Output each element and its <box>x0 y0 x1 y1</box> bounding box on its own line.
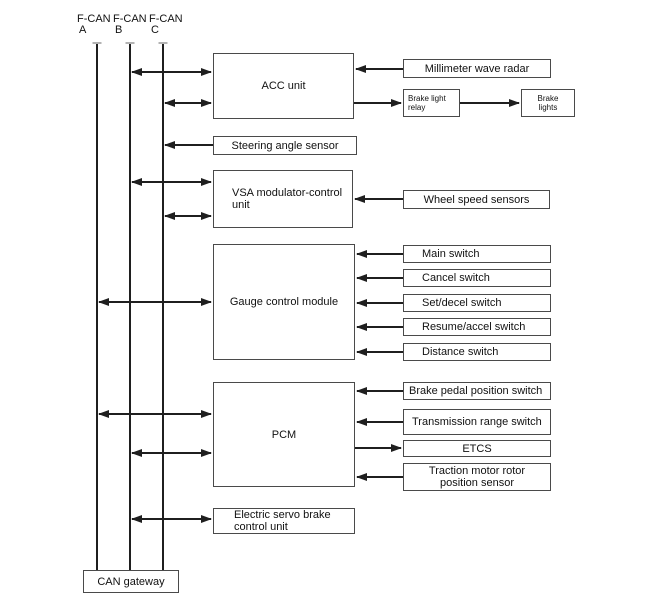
bus-c-letter: C <box>151 24 159 36</box>
node-brake-light-relay-line1: Brake light <box>408 94 446 103</box>
node-set-decel-switch-label: Set/decel switch <box>422 297 502 309</box>
node-can-gateway-label: CAN gateway <box>97 575 165 588</box>
node-vsa-line2: unit <box>232 199 250 211</box>
node-cancel-switch: Cancel switch <box>403 269 551 287</box>
node-servo-brake-line1: Electric servo brake <box>234 509 331 521</box>
node-millimeter-wave-radar: Millimeter wave radar <box>403 59 551 78</box>
bus-label-f-can-c: F-CAN C <box>149 14 183 36</box>
node-wheel-speed-sensors: Wheel speed sensors <box>403 190 550 209</box>
node-main-switch-label: Main switch <box>422 248 480 260</box>
node-resume-accel-switch-label: Resume/accel switch <box>422 321 526 333</box>
node-can-gateway: CAN gateway <box>83 570 179 593</box>
node-main-switch: Main switch <box>403 245 551 263</box>
node-wheel-speed-sensors-label: Wheel speed sensors <box>423 193 530 206</box>
node-brake-lights-line1: Brake <box>537 94 559 103</box>
bus-label-f-can-b: F-CAN B <box>113 14 147 36</box>
node-distance-switch-label: Distance switch <box>422 346 499 358</box>
node-cancel-switch-label: Cancel switch <box>422 272 490 284</box>
node-gauge-control-module-label: Gauge control module <box>229 296 339 308</box>
node-traction-sensor-line1: Traction motor rotor <box>428 465 526 477</box>
node-steering-angle-sensor: Steering angle sensor <box>213 136 357 155</box>
node-distance-switch: Distance switch <box>403 343 551 361</box>
node-transmission-range-switch: Transmission range switch <box>403 409 551 435</box>
node-millimeter-wave-radar-label: Millimeter wave radar <box>424 62 530 75</box>
node-gauge-control-module: Gauge control module <box>213 244 355 360</box>
node-pcm-label: PCM <box>271 428 297 441</box>
node-brake-light-relay: Brake light relay <box>403 89 460 117</box>
node-steering-angle-sensor-label: Steering angle sensor <box>231 139 339 152</box>
node-electric-servo-brake-control-unit: Electric servo brake control unit <box>213 508 355 534</box>
bus-label-f-can-a: F-CAN A <box>77 14 111 36</box>
node-servo-brake-line2: control unit <box>234 521 288 533</box>
node-brake-pedal-position-switch-label: Brake pedal position switch <box>409 385 543 397</box>
bus-b-name: F-CAN <box>113 13 147 25</box>
node-vsa-line1: VSA modulator-control <box>232 187 343 199</box>
node-brake-light-relay-line2: relay <box>408 103 426 112</box>
node-etcs-label: ETCS <box>462 442 492 455</box>
bus-c-name: F-CAN <box>149 13 183 25</box>
node-vsa-modulator-control-unit: VSA modulator-control unit <box>213 170 353 228</box>
node-transmission-range-switch-label: Transmission range switch <box>412 416 542 428</box>
node-acc-unit-label: ACC unit <box>261 80 306 92</box>
bus-b-letter: B <box>115 24 123 36</box>
node-traction-motor-rotor-position-sensor: Traction motor rotor position sensor <box>403 463 551 491</box>
node-brake-pedal-position-switch: Brake pedal position switch <box>403 382 551 400</box>
node-traction-sensor-line2: position sensor <box>440 477 514 489</box>
node-resume-accel-switch: Resume/accel switch <box>403 318 551 336</box>
bus-a-name: F-CAN <box>77 13 111 25</box>
node-brake-lights: Brake lights <box>521 89 575 117</box>
node-set-decel-switch: Set/decel switch <box>403 294 551 312</box>
node-acc-unit: ACC unit <box>213 53 354 119</box>
bus-a-letter: A <box>79 24 87 36</box>
node-brake-lights-line2: lights <box>538 103 558 112</box>
node-pcm: PCM <box>213 382 355 487</box>
node-etcs: ETCS <box>403 440 551 457</box>
